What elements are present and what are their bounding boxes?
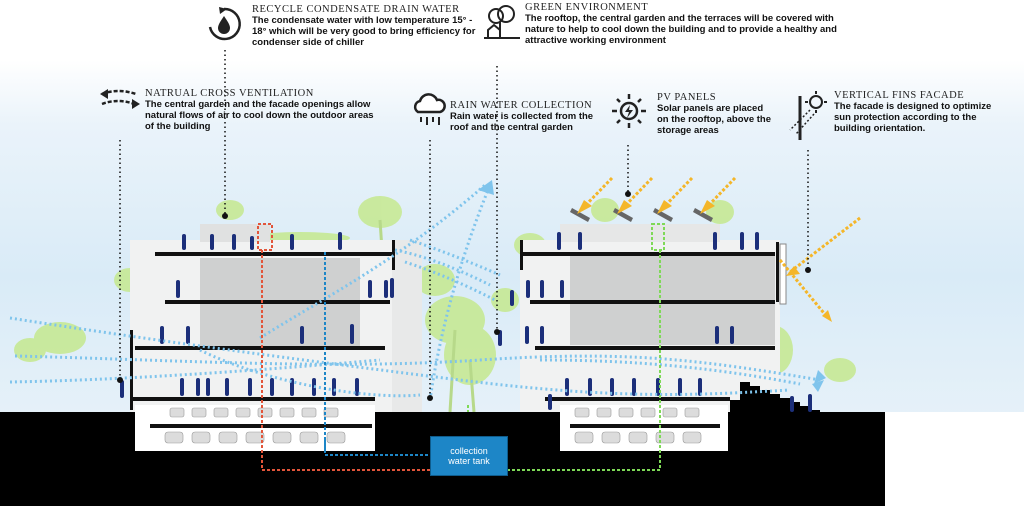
floor-slabs [130,240,779,410]
ventilation-label: NATRUAL CROSS VENTILATION The central ga… [145,88,381,133]
pv-panels-label: PV PANELS Solar panels are placed on the… [657,92,777,137]
green-title: GREEN ENVIRONMENT [525,2,649,13]
sun-fins-icon [789,91,827,140]
solar-panel-sun-icon [612,94,646,128]
ground-left [0,412,135,506]
tank-label-line1: collection [450,446,488,456]
parked-cars [164,407,702,444]
vertical-fins-label: VERTICAL FINS FACADE The facade is desig… [834,90,1009,135]
green-environment-label: GREEN ENVIRONMENT The rooftop, the centr… [525,2,845,47]
ground-bottom [135,451,885,506]
pv-title: PV PANELS [657,92,717,103]
ventilation-title: NATRUAL CROSS VENTILATION [145,88,314,99]
fins-title: VERTICAL FINS FACADE [834,90,965,101]
recycle-water-drop-icon [208,7,241,41]
people [120,232,812,412]
wind-arrows-icon [100,89,140,109]
sun-rays [581,176,861,319]
facade-fins [779,243,787,305]
rain-desc: Rain water is collected from the roof an… [450,111,594,133]
green-tree-house-icon [484,5,520,39]
pv-desc: Solar panels are placed on the rooftop, … [657,103,771,136]
building-mass [130,224,780,412]
leader-lines [119,50,809,396]
solar-panels [570,208,713,222]
tank-label-line2: water tank [448,456,490,466]
green-desc: The rooftop, the central garden and the … [525,13,837,46]
recycle-condensate-label: RECYCLE CONDENSATE DRAIN WATER The conde… [252,4,477,49]
air-arrowheads [478,180,826,392]
exterior-stairs [730,382,820,412]
rain-water-label: RAIN WATER COLLECTION Rain water is coll… [450,100,610,134]
green-box [651,223,665,251]
recycle-title: RECYCLE CONDENSATE DRAIN WATER [252,4,460,15]
sun-ray-arrowheads [577,200,832,322]
rain-cloud-icon [413,93,446,125]
fins-desc: The facade is designed to optimize sun p… [834,101,992,134]
collection-water-tank: collection water tank [430,436,508,476]
condensate-box [257,223,273,251]
rain-title: RAIN WATER COLLECTION [450,100,593,111]
ventilation-desc: The central garden and the facade openin… [145,99,374,132]
recycle-desc: The condensate water with low temperatur… [252,15,476,48]
leader-dots [117,191,811,401]
